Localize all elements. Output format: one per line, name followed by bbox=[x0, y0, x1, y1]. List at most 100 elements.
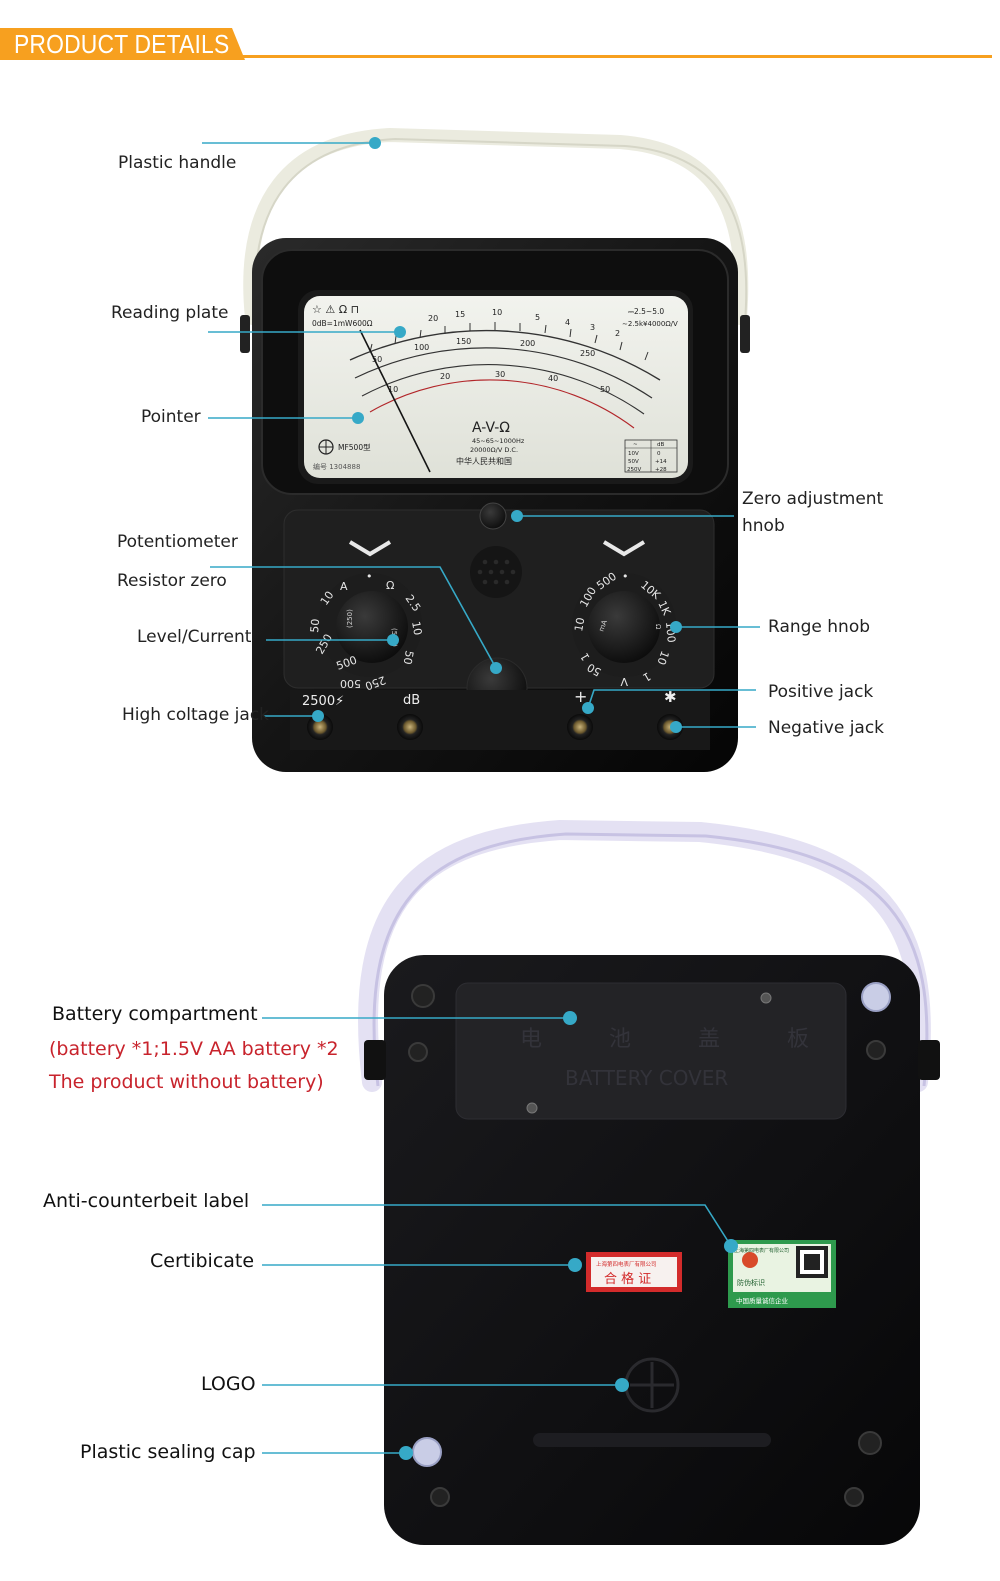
label-logo: LOGO bbox=[201, 1373, 256, 1395]
table-cell: +14 bbox=[655, 459, 667, 465]
dial-model: MF500型 bbox=[338, 443, 371, 452]
scale-label: 150 bbox=[456, 337, 471, 346]
dial-mark: 10 bbox=[654, 649, 671, 667]
speaker-grille bbox=[470, 546, 522, 598]
db-table: ~ dB 10V 0 50V +14 250V +28 bbox=[624, 439, 678, 473]
scale-label: 4 bbox=[565, 318, 570, 327]
jack-label: 2500⚡ bbox=[302, 694, 344, 709]
jack-label: ✱ bbox=[664, 688, 677, 706]
dial-dc-range: ⎓2.5~5.0 bbox=[628, 307, 664, 316]
range-knob-right[interactable]: 10 100 500 • 10K 1K 100 10 1 50 V 1 Ω mA bbox=[572, 570, 678, 688]
scale-label: 15 bbox=[455, 310, 465, 319]
jack-label: + bbox=[574, 687, 587, 706]
chevron-down-icon bbox=[348, 540, 392, 557]
dial-mark: • bbox=[366, 570, 373, 583]
high-voltage-jack[interactable] bbox=[307, 714, 333, 740]
label-plastic-handle: Plastic handle bbox=[118, 153, 237, 173]
scale-label: 20 bbox=[440, 372, 450, 381]
header-rule bbox=[240, 55, 992, 58]
label-high-voltage-jack: High coltage jack bbox=[122, 705, 270, 725]
scale-label: 50 bbox=[600, 385, 610, 394]
dial-sensitivity: ∼2.5k¥4000Ω/V bbox=[622, 320, 678, 328]
scale-label: 5 bbox=[535, 313, 540, 322]
scale-label: 200 bbox=[520, 339, 535, 348]
dial-mark: Ω bbox=[386, 579, 394, 592]
scale-label: 3 bbox=[590, 323, 595, 332]
label-potentiometer: Potentiometer bbox=[117, 532, 238, 552]
certificate-sticker: 上海第四电表厂有限公司 合 格 证 bbox=[586, 1252, 682, 1292]
anti-counterfeit-label: 上海第四电表厂有限公司 防伪标识 中国质量诚信企业 bbox=[728, 1240, 836, 1308]
page-title: PRODUCT DETAILS bbox=[14, 29, 230, 59]
table-cell: 50V bbox=[628, 459, 639, 465]
dial-mark: • bbox=[622, 570, 629, 583]
label-anti-counterfeit: Anti-counterbeit label bbox=[43, 1190, 250, 1212]
sealing-cap bbox=[412, 1437, 442, 1467]
front-callout-dots bbox=[312, 137, 682, 733]
scale-label: 10 bbox=[492, 308, 502, 317]
battery-cover[interactable] bbox=[455, 982, 847, 1120]
dial-mark: 10 bbox=[409, 620, 424, 636]
dial-mark: 50 bbox=[308, 618, 322, 633]
table-cell: ~ bbox=[633, 442, 638, 448]
battery-cover-en: BATTERY COVER bbox=[565, 1066, 728, 1090]
dial-symbols: ☆ ⚠ Ω ⊓ bbox=[312, 303, 359, 316]
dial-mark: 50 bbox=[401, 649, 416, 665]
sealing-cap bbox=[861, 982, 891, 1012]
label-zero-adjustment-2: hnob bbox=[742, 516, 785, 536]
back-callout-dots bbox=[399, 1011, 738, 1460]
table-cell: +28 bbox=[655, 467, 667, 473]
battery-note-line2: The product without battery) bbox=[49, 1071, 324, 1093]
range-knob-left[interactable]: 10 A • Ω 2.5 10 50 250 500 50 250 500 (5… bbox=[308, 570, 424, 693]
scale-label: 20 bbox=[428, 314, 438, 323]
anti-label-company: 上海第四电表厂有限公司 bbox=[734, 1247, 789, 1254]
dial-mark: mA bbox=[597, 619, 609, 633]
anti-label-mid: 防伪标识 bbox=[737, 1278, 765, 1287]
scale-label: 2 bbox=[615, 329, 620, 338]
dial-mark: V bbox=[620, 675, 628, 688]
certificate-title: 合 格 证 bbox=[604, 1271, 651, 1287]
screw-icon bbox=[411, 984, 435, 1008]
chevron-down-icon bbox=[602, 540, 646, 557]
scale-label: 30 bbox=[495, 370, 505, 379]
db-jack[interactable] bbox=[397, 714, 423, 740]
label-level-current: Level/Current bbox=[137, 627, 252, 647]
dial-mark: A bbox=[340, 580, 348, 593]
dial-mark: 500 bbox=[340, 677, 361, 690]
scale-label: 40 bbox=[548, 374, 558, 383]
table-cell: 0 bbox=[657, 451, 661, 457]
dial-country: 中华人民共和国 bbox=[456, 456, 512, 466]
dial-mark: 1K bbox=[655, 599, 673, 618]
screw-icon bbox=[858, 1431, 882, 1455]
label-zero-adjustment: Zero adjustment bbox=[742, 489, 884, 509]
label-range-knob: Range hnob bbox=[768, 617, 871, 637]
back-callout-lines bbox=[262, 1017, 732, 1454]
label-certificate: Certibicate bbox=[150, 1250, 255, 1272]
table-cell: 10V bbox=[628, 451, 639, 457]
dial-mark: 50 bbox=[585, 660, 604, 678]
dial-spec-dc: 20000Ω/V D.C. bbox=[470, 446, 518, 454]
screw-icon bbox=[844, 1487, 864, 1507]
jack-label: dB bbox=[403, 693, 420, 708]
screw-icon bbox=[526, 1102, 538, 1114]
plastic-handle-back bbox=[358, 819, 931, 1092]
positive-jack[interactable] bbox=[567, 714, 593, 740]
label-resistor-zero: Resistor zero bbox=[117, 571, 227, 591]
label-negative-jack: Negative jack bbox=[768, 718, 885, 738]
label-positive-jack: Positive jack bbox=[768, 682, 874, 702]
dial-spec-freq: 45~65~1000Hz bbox=[472, 437, 525, 445]
label-sealing-cap: Plastic sealing cap bbox=[80, 1441, 256, 1463]
label-pointer: Pointer bbox=[141, 407, 201, 427]
zero-adjust-knob[interactable] bbox=[479, 502, 507, 530]
scale-label: 10 bbox=[388, 385, 398, 394]
table-cell: 250V bbox=[627, 467, 641, 473]
dial-mark: (250) bbox=[346, 609, 354, 628]
battery-cover-cn: 电 池 盖 板 bbox=[520, 1027, 839, 1052]
dial-mark: Ω bbox=[654, 624, 662, 630]
scale-label: 50 bbox=[372, 355, 382, 364]
certificate-company: 上海第四电表厂有限公司 bbox=[596, 1260, 657, 1268]
label-reading-plate: Reading plate bbox=[111, 303, 229, 323]
header-banner bbox=[0, 28, 245, 60]
scale-label: 250 bbox=[580, 349, 595, 358]
screw-icon bbox=[866, 1040, 886, 1060]
